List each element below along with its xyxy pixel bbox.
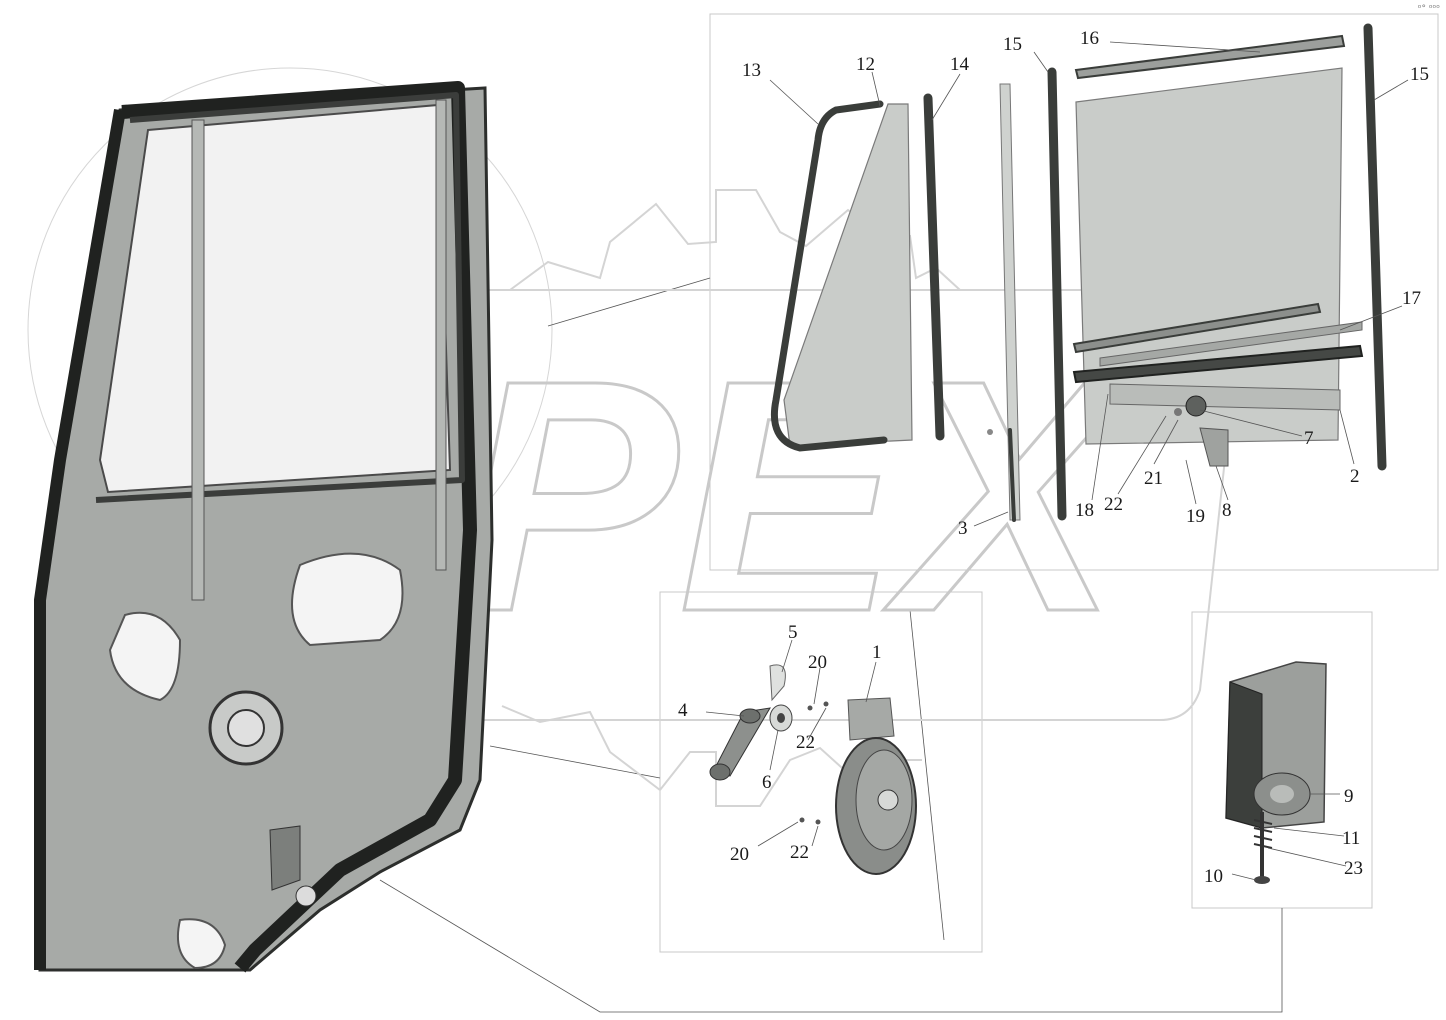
door-bracket (269, 825, 301, 891)
group-leader (489, 745, 661, 779)
regulator-plate (847, 697, 895, 741)
group-leader (547, 277, 711, 327)
callout-22-bottom: 22 (790, 842, 809, 863)
callout-6: 6 (762, 772, 772, 793)
door-glass (1075, 67, 1343, 445)
callout-20-bottom: 20 (730, 844, 749, 865)
window-crank (713, 707, 771, 777)
callout-7: 7 (1304, 428, 1314, 449)
vent-rear-seal (923, 93, 945, 441)
door-guide-rail (191, 119, 205, 601)
bracket-assembly (1225, 661, 1327, 884)
belt-seal-outer (1072, 344, 1364, 384)
callout-15-right: 15 (1410, 64, 1429, 85)
callout-8: 8 (1222, 500, 1232, 521)
callout-20-top: 20 (808, 652, 827, 673)
callout-18: 18 (1075, 500, 1094, 521)
glass-guide (999, 83, 1021, 521)
callout-3: 3 (958, 518, 968, 539)
callout-16: 16 (1080, 28, 1099, 49)
callout-13: 13 (742, 60, 761, 81)
vent-seal (770, 100, 888, 452)
callout-2: 2 (1350, 466, 1360, 487)
corner-mark: ᵒ° ᵒᵒᵒ (1417, 4, 1440, 14)
callout-15-left: 15 (1003, 34, 1022, 55)
vent-glass (783, 103, 913, 447)
belt-trim (1099, 321, 1363, 367)
belt-seal-inner (1072, 302, 1322, 354)
callout-12: 12 (856, 54, 875, 75)
callout-17: 17 (1402, 288, 1421, 309)
callout-1: 1 (872, 642, 882, 663)
watermark-gear-top (509, 189, 961, 291)
door-rear-rail (435, 99, 447, 571)
access-hole-left (108, 611, 182, 702)
callout-19: 19 (1186, 506, 1205, 527)
callout-leaders (705, 41, 1409, 881)
callout-4: 4 (678, 700, 688, 721)
frame-glass-assembly (709, 13, 1439, 571)
callout-22-mid: 22 (796, 732, 815, 753)
callout-22-top: 22 (1104, 494, 1123, 515)
regulator-assembly (709, 664, 917, 875)
callout-11: 11 (1342, 828, 1360, 849)
callout-21: 21 (1144, 468, 1163, 489)
top-seal (1074, 34, 1346, 80)
callout-14: 14 (950, 54, 970, 75)
callout-5: 5 (788, 622, 798, 643)
group-leader (379, 879, 1283, 1013)
group-leader (909, 609, 945, 941)
callout-23: 23 (1344, 858, 1363, 879)
frame-regulator-assembly (659, 591, 983, 953)
handle-washer (769, 664, 786, 702)
channel-seal-right (1363, 23, 1387, 471)
callout-9: 9 (1344, 786, 1354, 807)
channel-seal-left (1047, 67, 1067, 521)
holder-bracket (1199, 427, 1229, 467)
door-panel (34, 81, 494, 973)
callout-labels: 16 15 15 13 12 14 17 7 2 21 18 22 19 8 3… (678, 28, 1429, 887)
callout-10: 10 (1204, 866, 1223, 887)
glass-assembly (770, 23, 1387, 522)
access-hole-bottom (176, 918, 227, 970)
access-hole-large (291, 552, 404, 647)
holder-roller (1185, 395, 1207, 417)
